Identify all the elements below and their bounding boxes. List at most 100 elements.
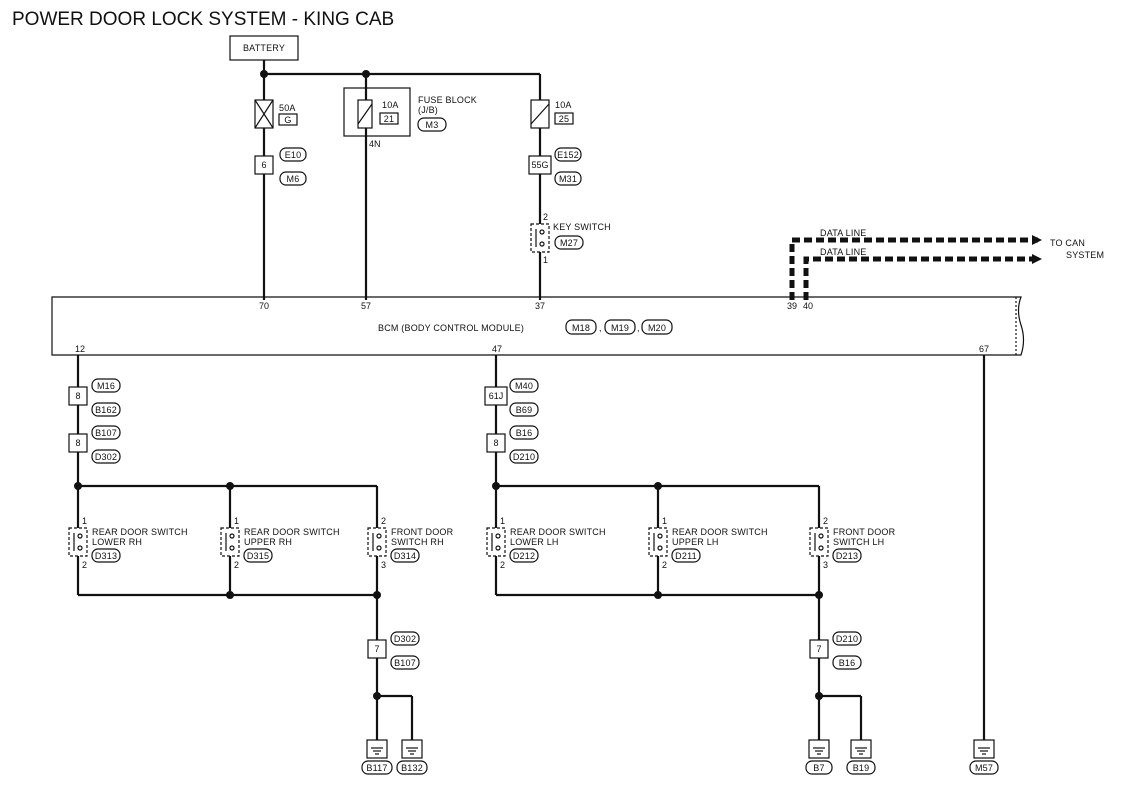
ground-m57: M57 xyxy=(969,739,999,775)
ground-b19-label: B19 xyxy=(853,763,870,773)
fuse-block: 10A 21 FUSE BLOCK (J/B) M3 4N xyxy=(343,87,477,149)
data-line-dest-1: TO CAN xyxy=(1050,238,1085,248)
connector-m16-bottom: B162 xyxy=(95,405,117,415)
switch-rear-upper-rh-pin-bottom: 2 xyxy=(234,560,239,570)
switch-rear-upper-rh: 1 2 REAR DOOR SWITCH UPPER RH D315 xyxy=(220,516,340,570)
switch-rear-lower-lh-pin-bottom: 2 xyxy=(500,560,505,570)
key-switch-connector: M27 xyxy=(560,238,578,248)
switch-rear-lower-lh-pin-top: 1 xyxy=(500,516,505,526)
fuse-10a-amp: 10A xyxy=(555,100,572,110)
switch-rear-lower-rh-pin-bottom: 2 xyxy=(82,560,87,570)
connector-b107-top: B107 xyxy=(95,428,117,438)
fuse-block-pin: 4N xyxy=(369,139,381,149)
fuse-block-name: FUSE BLOCK xyxy=(418,95,477,105)
connector-b16-pin: 8 xyxy=(493,438,498,448)
bcm-pin-40: 40 xyxy=(803,301,813,311)
connector-b16-top: B16 xyxy=(516,428,533,438)
fuse-50a-amp: 50A xyxy=(279,103,296,113)
key-switch-pin-top: 2 xyxy=(543,212,548,222)
switch-rear-lower-lh-line1: REAR DOOR SWITCH xyxy=(510,527,606,537)
ground-b19: B19 xyxy=(846,739,876,775)
ground-b132: B132 xyxy=(396,739,428,775)
bcm-label: BCM (BODY CONTROL MODULE) xyxy=(378,323,524,333)
switch-front-lh-line2: SWITCH LH xyxy=(833,537,884,547)
connector-e10: 6 E10 M6 xyxy=(254,147,307,186)
switch-rear-lower-rh: 1 2 REAR DOOR SWITCH LOWER RH D313 xyxy=(68,516,188,570)
bcm-connector-m18: M18 xyxy=(572,323,590,333)
connector-lh-ground-pin: 7 xyxy=(816,644,821,654)
connector-rh-ground: 7 D302 B107 xyxy=(367,631,420,670)
bcm-module: 70 57 37 39 40 BCM (BODY CONTROL MODULE)… xyxy=(51,296,1025,356)
switch-front-rh-connector: D314 xyxy=(394,551,416,561)
bcm-separator-2: , xyxy=(637,323,640,333)
connector-m40: 61J M40 B69 xyxy=(484,378,539,417)
connector-m40-bottom: B69 xyxy=(516,405,533,415)
connector-e152-bottom: M31 xyxy=(559,174,577,184)
fuse-block-amp: 10A xyxy=(382,100,399,110)
rh-wiring xyxy=(74,355,414,740)
switch-rear-lower-rh-line1: REAR DOOR SWITCH xyxy=(92,527,188,537)
switch-rear-lower-lh: 1 2 REAR DOOR SWITCH LOWER LH D212 xyxy=(486,516,606,570)
switch-rear-upper-rh-line1: REAR DOOR SWITCH xyxy=(244,527,340,537)
connector-b107-pin: 8 xyxy=(75,438,80,448)
switch-front-rh: 2 3 FRONT DOOR SWITCH RH D314 xyxy=(367,516,454,570)
connector-e152: 55G E152 M31 xyxy=(528,147,582,186)
connector-m16: 8 M16 B162 xyxy=(68,378,121,417)
switch-rear-lower-rh-line2: LOWER RH xyxy=(92,537,142,547)
connector-b16: 8 B16 D210 xyxy=(486,425,539,464)
connector-m40-top: M40 xyxy=(515,381,533,391)
battery: BATTERY xyxy=(229,35,299,61)
ground-b7: B7 xyxy=(805,739,833,775)
connector-e10-bottom: M6 xyxy=(287,174,300,184)
lh-wiring xyxy=(492,355,863,740)
connector-e152-pin: 55G xyxy=(531,160,548,170)
connector-m16-pin: 8 xyxy=(75,391,80,401)
switch-rear-upper-rh-connector: D315 xyxy=(247,551,269,561)
switch-front-lh-connector: D213 xyxy=(836,551,858,561)
bcm-pin-37: 37 xyxy=(535,301,545,311)
data-line-dest-2: SYSTEM xyxy=(1066,250,1104,260)
connector-lh-ground-bottom: B16 xyxy=(839,658,856,668)
switch-front-rh-line2: SWITCH RH xyxy=(391,537,444,547)
switch-front-lh-line1: FRONT DOOR xyxy=(833,527,896,537)
diagram-title: POWER DOOR LOCK SYSTEM - KING CAB xyxy=(12,9,394,30)
switch-rear-lower-lh-line2: LOWER LH xyxy=(510,537,559,547)
connector-lh-ground: 7 D210 B16 xyxy=(809,631,862,670)
ground-b117: B117 xyxy=(361,739,393,775)
switch-rear-upper-rh-pin-top: 1 xyxy=(234,516,239,526)
switch-front-rh-line1: FRONT DOOR xyxy=(391,527,454,537)
fuse-block-id: 21 xyxy=(384,114,394,124)
connector-e152-top: E152 xyxy=(557,150,579,160)
switch-rear-upper-lh-connector: D211 xyxy=(675,551,697,561)
bcm-separator-1: , xyxy=(599,323,602,333)
connector-b107-bottom: D302 xyxy=(95,452,117,462)
connector-m16-top: M16 xyxy=(97,381,115,391)
fuse-10a: 10A 25 xyxy=(530,99,574,129)
switch-front-lh: 2 3 FRONT DOOR SWITCH LH D213 xyxy=(809,516,896,570)
bcm-pin-70: 70 xyxy=(259,301,269,311)
switch-front-rh-pin-bottom: 3 xyxy=(381,560,386,570)
ground-b7-label: B7 xyxy=(813,763,824,773)
fuse-50a: 50A G xyxy=(254,99,298,129)
connector-b16-bottom: D210 xyxy=(513,452,535,462)
switch-front-lh-pin-bottom: 3 xyxy=(823,560,828,570)
fuse-block-connector: M3 xyxy=(426,120,439,130)
connector-b107: 8 B107 D302 xyxy=(68,425,121,464)
data-line-label-1: DATA LINE xyxy=(820,228,866,238)
connector-rh-ground-pin: 7 xyxy=(374,644,379,654)
key-switch-label: KEY SWITCH xyxy=(553,222,611,232)
ground-b117-label: B117 xyxy=(366,763,387,773)
connector-rh-ground-bottom: B107 xyxy=(394,658,416,668)
fuse-10a-id: 25 xyxy=(559,114,569,124)
switch-front-lh-pin-top: 2 xyxy=(823,516,828,526)
key-switch-pin-bottom: 1 xyxy=(543,255,548,265)
battery-label: BATTERY xyxy=(243,43,285,53)
switch-rear-upper-rh-line2: UPPER RH xyxy=(244,537,292,547)
connector-e10-top: E10 xyxy=(285,150,302,160)
data-line-label-2: DATA LINE xyxy=(820,247,866,257)
bcm-connector-m19: M19 xyxy=(611,323,629,333)
switch-front-rh-pin-top: 2 xyxy=(381,516,386,526)
switch-rear-upper-lh: 1 2 REAR DOOR SWITCH UPPER LH D211 xyxy=(648,516,768,570)
data-line: DATA LINE DATA LINE TO CAN SYSTEM xyxy=(789,228,1104,300)
